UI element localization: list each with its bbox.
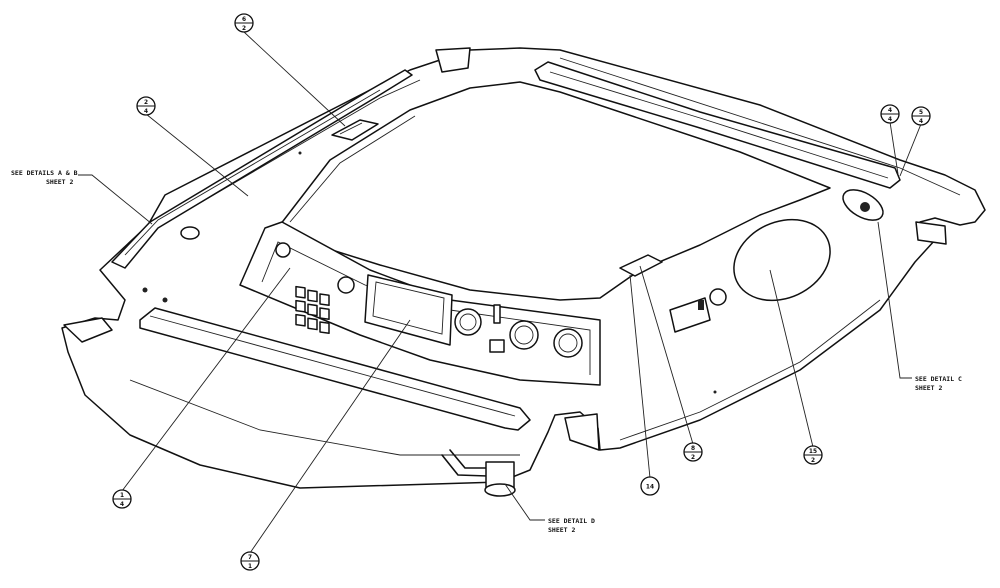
knob-small	[275, 242, 291, 258]
top-right-rail	[534, 61, 901, 189]
balloon-15: 152	[803, 445, 823, 465]
balloon-sheet-number: 2	[242, 24, 246, 32]
top-hatch	[331, 119, 379, 141]
note-d-line2: SHEET 2	[548, 526, 575, 534]
balloon-sheet-number: 2	[811, 456, 815, 464]
balloon-14: 14	[640, 476, 660, 496]
control-panel	[239, 221, 601, 386]
keypad	[295, 285, 330, 334]
balloon-top: 62	[234, 13, 254, 33]
balloon-hatch: 82	[683, 442, 703, 462]
indicator-slot	[493, 304, 501, 324]
balloon-sheet-number: 4	[120, 500, 124, 508]
balloon-panel: 14	[112, 489, 132, 509]
knob-medium	[337, 276, 355, 294]
balloon-item-number: 1	[120, 491, 124, 499]
balloon-sheet-number: 4	[888, 115, 892, 123]
balloon-right2: 54	[911, 106, 931, 126]
balloon-item-number: 6	[242, 15, 246, 23]
balloon-item-number: 5	[919, 108, 923, 116]
balloon-right1: 44	[880, 104, 900, 124]
bottom-rail	[139, 307, 531, 431]
dial-knobs	[454, 308, 583, 358]
note-a-line1: SEE DETAILS A & B	[11, 169, 78, 177]
right-vent	[842, 189, 884, 221]
note-details-a-b: SEE DETAILS A & B SHEET 2	[11, 169, 78, 186]
balloon-item-number: 14	[646, 483, 654, 491]
balloon-sheet-number: 2	[691, 453, 695, 461]
leader-lines	[78, 31, 922, 554]
rocker-switch	[669, 288, 727, 333]
balloon-item-number: 2	[144, 98, 148, 106]
note-c-line2: SHEET 2	[915, 384, 942, 392]
corner-clips	[63, 47, 947, 451]
note-detail-d: SEE DETAIL D SHEET 2	[548, 517, 595, 534]
balloon-sheet-number: 1	[248, 562, 252, 570]
balloon-display: 71	[240, 551, 260, 571]
display-window	[364, 274, 453, 346]
small-button	[489, 339, 505, 353]
balloon-item-number: 4	[888, 106, 892, 114]
oval-grille	[733, 218, 831, 302]
balloon-sheet-number: 4	[144, 107, 148, 115]
note-d-line1: SEE DETAIL D	[548, 517, 595, 525]
balloon-item-number: 7	[248, 553, 252, 561]
balloon-sheet-number: 4	[919, 117, 923, 125]
note-detail-c: SEE DETAIL C SHEET 2	[915, 375, 962, 392]
small-hatch	[619, 254, 663, 277]
dome-panel	[279, 81, 831, 301]
balloon-left: 24	[136, 96, 156, 116]
balloon-item-number: 15	[809, 447, 817, 455]
note-c-line1: SEE DETAIL C	[915, 375, 962, 383]
left-upper-rail	[111, 69, 413, 269]
balloon-item-number: 8	[691, 444, 695, 452]
note-a-line2: SHEET 2	[46, 178, 73, 186]
left-bump	[180, 226, 200, 240]
hose-fitting	[441, 449, 516, 497]
